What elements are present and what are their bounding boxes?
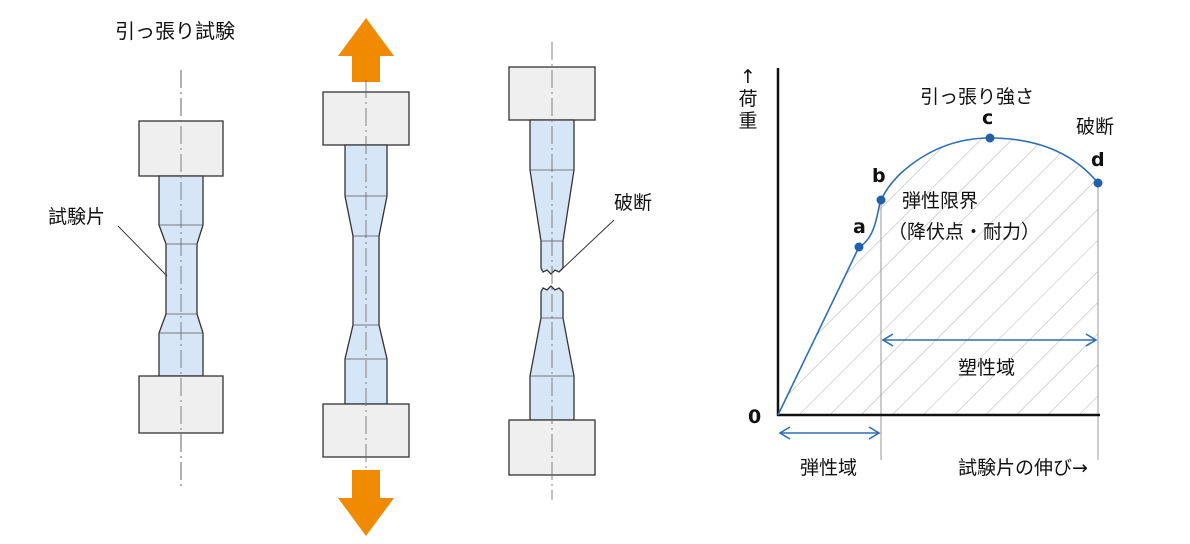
point-d-marker — [1093, 178, 1103, 188]
tensile-strength-label: 引っ張り強さ — [920, 86, 1034, 108]
hatched-area — [778, 138, 1098, 415]
specimen-leader-line — [117, 225, 168, 277]
point-d-label: d — [1091, 149, 1105, 171]
y-axis-label: ↑荷重 — [738, 66, 757, 132]
load-elongation-graph: a b c d ↑荷重 0 引っ張り強さ 破断 弾性限界 （降伏点・耐力） 塑性… — [738, 66, 1114, 479]
x-axis-label: 試験片の伸び→ — [958, 457, 1088, 479]
specimen-initial — [138, 70, 224, 490]
point-a-marker — [854, 242, 864, 252]
plastic-region-arrow — [881, 333, 1098, 347]
pull-arrow-down — [338, 470, 394, 536]
fracture-label: 破断 — [614, 192, 652, 214]
point-b-label: b — [872, 165, 886, 187]
fracture-point-label: 破断 — [1076, 116, 1114, 138]
load-curve — [777, 137, 1099, 416]
pull-arrow-up — [338, 18, 394, 82]
fracture-leader-line — [559, 219, 615, 272]
elastic-limit-label: 弾性限界 — [902, 190, 978, 212]
specimen-stretched — [322, 18, 410, 536]
point-a-label: a — [853, 216, 866, 238]
specimen-label: 試験片 — [48, 206, 105, 228]
elastic-limit-note: （降伏点・耐力） — [888, 221, 1040, 243]
point-b-marker — [876, 195, 886, 205]
elastic-region-label: 弾性域 — [800, 457, 857, 479]
point-c-label: c — [982, 107, 993, 129]
origin-label: 0 — [748, 406, 761, 428]
plastic-region-label: 塑性域 — [958, 357, 1015, 379]
test-title: 引っ張り試験 — [115, 19, 235, 43]
point-c-marker — [985, 133, 995, 143]
elastic-region-arrow — [778, 426, 881, 440]
specimen-fractured — [508, 42, 596, 500]
